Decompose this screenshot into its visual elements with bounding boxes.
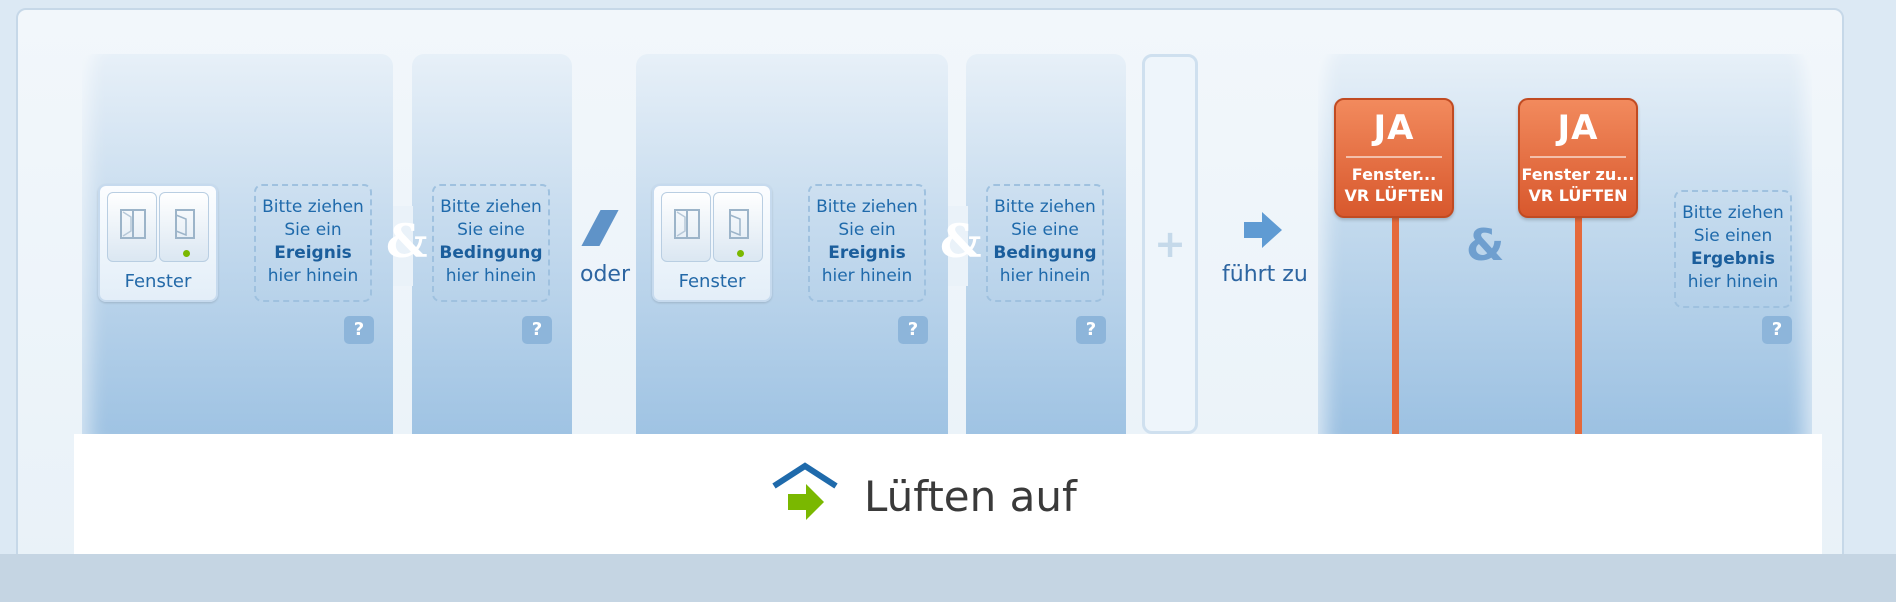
device-label: Fenster [124, 271, 192, 292]
result-target: Fenster... [1351, 165, 1437, 184]
card-divider [1530, 156, 1626, 158]
drop-text: hier hinein [1687, 272, 1779, 292]
help-button[interactable]: ? [898, 316, 928, 344]
window-panel-left [661, 192, 711, 262]
house-arrow-icon [772, 462, 838, 520]
drop-text: Bitte ziehen [816, 197, 918, 217]
device-label: Fenster [678, 271, 746, 292]
leads-to-label: führt zu [1222, 262, 1308, 287]
drop-keyword: Bedingung [993, 243, 1097, 263]
drop-text: Sie eine [457, 220, 525, 240]
condition-drop-zone-1[interactable]: Bitte ziehen Sie eine Bedingung hier hin… [432, 184, 550, 302]
help-button[interactable]: ? [1762, 316, 1792, 344]
or-label: oder [580, 262, 631, 287]
result-drop-zone[interactable]: Bitte ziehen Sie einen Ergebnis hier hin… [1674, 190, 1792, 308]
help-button[interactable]: ? [522, 316, 552, 344]
help-button[interactable]: ? [1076, 316, 1106, 344]
plus-icon: + [1154, 222, 1186, 266]
column-notch [393, 206, 413, 286]
event-drop-zone-1[interactable]: Bitte ziehen Sie ein Ereignis hier hinei… [254, 184, 372, 302]
arrow-right-icon [1244, 212, 1282, 248]
result-card-2[interactable]: JA Fenster zu... VR LÜFTEN [1518, 98, 1638, 218]
device-fenster-2[interactable]: Fenster [652, 184, 772, 302]
drop-text: Bitte ziehen [1682, 203, 1784, 223]
window-panel-right [713, 192, 763, 262]
condition-column-1 [412, 54, 572, 434]
result-card-1[interactable]: JA Fenster... VR LÜFTEN [1334, 98, 1454, 218]
status-dot [737, 250, 744, 257]
drop-text: Bitte ziehen [440, 197, 542, 217]
drop-keyword: Ereignis [274, 243, 352, 263]
drop-keyword: Ergebnis [1691, 249, 1775, 269]
scene-panel [74, 434, 1822, 554]
drop-text: Sie einen [1693, 226, 1773, 246]
drop-text: Bitte ziehen [994, 197, 1096, 217]
device-fenster-1[interactable]: Fenster [98, 184, 218, 302]
drop-text: hier hinein [445, 266, 537, 286]
drop-text: Bitte ziehen [262, 197, 364, 217]
drop-text: hier hinein [821, 266, 913, 286]
window-double-icon [674, 209, 700, 239]
result-scene: VR LÜFTEN [1344, 186, 1444, 205]
drop-keyword: Ereignis [828, 243, 906, 263]
scene-title: Lüften auf [864, 472, 1077, 521]
and-connector: & [386, 214, 428, 268]
drop-text: Sie eine [1011, 220, 1079, 240]
status-dot [183, 250, 190, 257]
window-tilt-icon [729, 209, 749, 239]
help-button[interactable]: ? [344, 316, 374, 344]
drop-text: hier hinein [999, 266, 1091, 286]
results-and-connector: & [1466, 220, 1505, 271]
result-scene: VR LÜFTEN [1528, 186, 1628, 205]
result-stem [1392, 214, 1399, 434]
and-connector: & [940, 214, 982, 268]
condition-column-2 [966, 54, 1126, 434]
window-panel-right [159, 192, 209, 262]
column-notch [948, 206, 968, 286]
add-group-button[interactable]: + [1142, 54, 1198, 434]
card-divider [1346, 156, 1442, 158]
condition-drop-zone-2[interactable]: Bitte ziehen Sie eine Bedingung hier hin… [986, 184, 1104, 302]
bottom-bar [0, 554, 1896, 602]
result-badge: JA [1557, 108, 1599, 148]
drop-text: Sie ein [838, 220, 896, 240]
window-panel-left [107, 192, 157, 262]
drop-keyword: Bedingung [439, 243, 543, 263]
window-tilt-icon [175, 209, 195, 239]
event-drop-zone-2[interactable]: Bitte ziehen Sie ein Ereignis hier hinei… [808, 184, 926, 302]
result-target: Fenster zu... [1521, 165, 1635, 184]
drop-text: hier hinein [267, 266, 359, 286]
result-stem [1575, 214, 1582, 434]
result-badge: JA [1373, 108, 1415, 148]
drop-text: Sie ein [284, 220, 342, 240]
window-double-icon [120, 209, 146, 239]
